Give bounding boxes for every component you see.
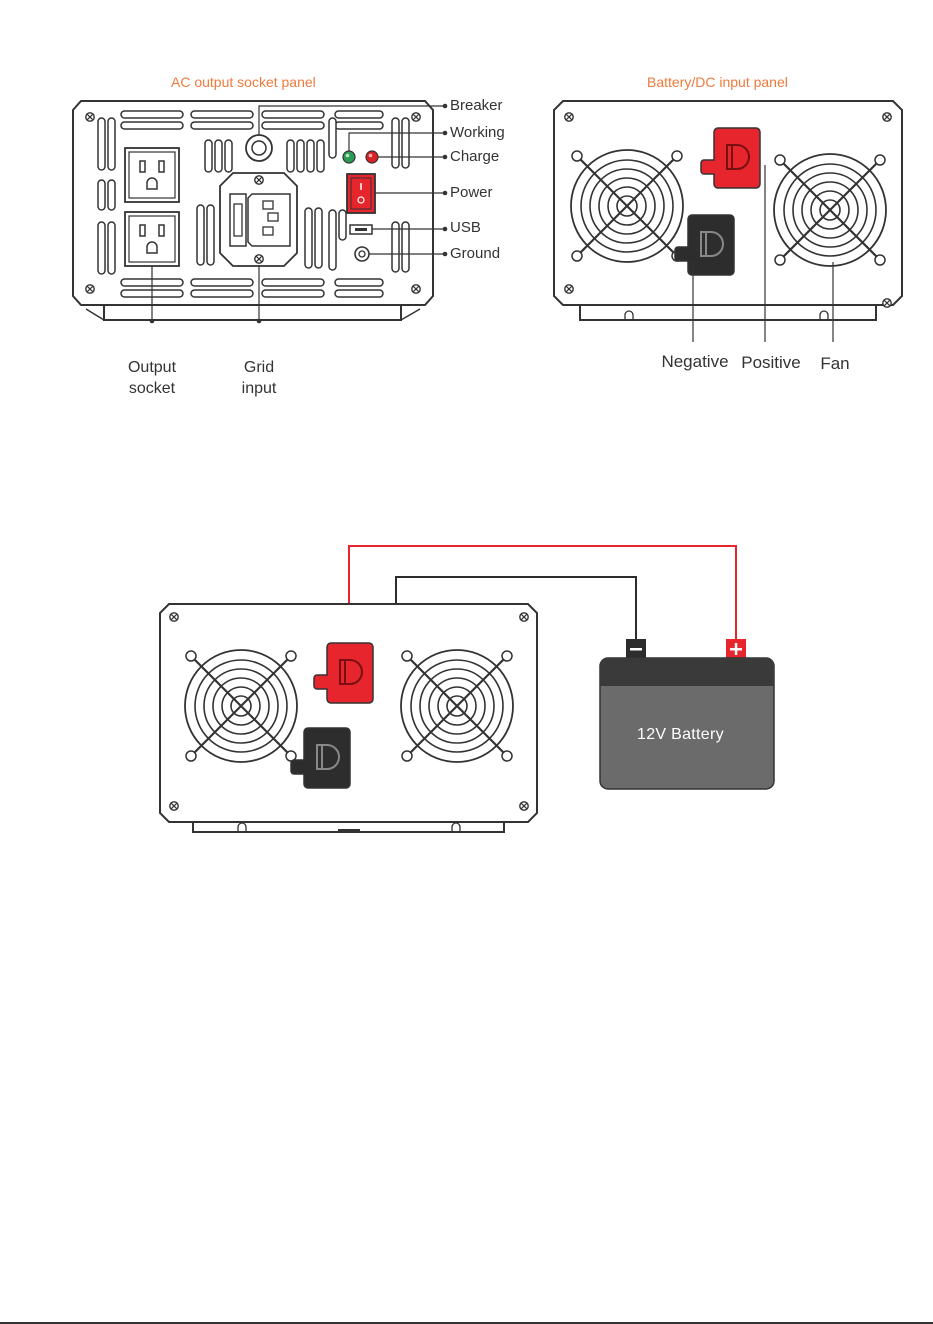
upper-output-socket bbox=[125, 148, 179, 202]
dc-left-fan bbox=[571, 150, 683, 262]
battery-drawing bbox=[600, 639, 774, 789]
dc-right-fan bbox=[774, 154, 886, 266]
grid-input-label-line1: Grid bbox=[219, 357, 299, 378]
breaker-label: Breaker bbox=[450, 98, 503, 114]
dc-panel-drawing bbox=[554, 101, 902, 342]
battery-label: 12V Battery bbox=[637, 726, 724, 744]
output-socket-label-line2: socket bbox=[112, 378, 192, 399]
grid-input-label-line2: input bbox=[219, 378, 299, 399]
output-socket-label: Output socket bbox=[112, 357, 192, 399]
power-switch bbox=[347, 174, 375, 213]
lower-output-socket bbox=[125, 212, 179, 266]
wiring-right-fan bbox=[401, 650, 513, 762]
working-label: Working bbox=[450, 125, 505, 141]
grid-input-label: Grid input bbox=[219, 357, 299, 399]
breaker-button bbox=[246, 135, 272, 161]
fan-label: Fan bbox=[808, 353, 862, 374]
ground-label: Ground bbox=[450, 246, 500, 262]
ground-terminal bbox=[355, 247, 369, 261]
charge-led bbox=[366, 151, 378, 163]
output-socket-label-line1: Output bbox=[112, 357, 192, 378]
usb-port bbox=[350, 225, 372, 234]
wiring-left-fan bbox=[185, 650, 297, 762]
working-led bbox=[343, 151, 355, 163]
positive-label: Positive bbox=[729, 352, 813, 373]
dc-panel-title: Battery/DC input panel bbox=[647, 74, 788, 90]
power-label: Power bbox=[450, 185, 493, 201]
grid-input-socket bbox=[220, 173, 297, 266]
ac-panel-title: AC output socket panel bbox=[171, 74, 316, 90]
ac-panel-drawing bbox=[73, 101, 447, 323]
negative-label: Negative bbox=[653, 351, 737, 372]
usb-label: USB bbox=[450, 220, 481, 236]
wiring-diagram bbox=[160, 546, 774, 832]
charge-label: Charge bbox=[450, 149, 499, 165]
